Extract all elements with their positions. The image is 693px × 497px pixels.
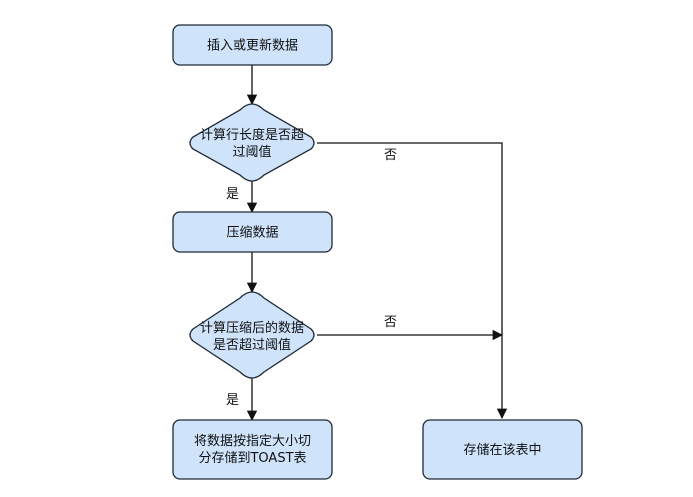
node-toast-label-1: 将数据按指定大小切 bbox=[194, 434, 311, 449]
node-compress: 压缩数据 bbox=[172, 211, 333, 253]
node-insert: 插入或更新数据 bbox=[172, 24, 333, 66]
edge-check-no-to-store bbox=[317, 142, 508, 420]
edge-label-yes-2: 是 bbox=[226, 393, 239, 408]
node-check-compressed: 计算压缩后的数据 是否超过阈值 bbox=[189, 291, 315, 379]
node-check-row-length-label-2: 过阈值 bbox=[232, 144, 271, 160]
node-store-in-table: 存储在该表中 bbox=[422, 419, 583, 480]
edge-label-no-1: 否 bbox=[384, 148, 397, 163]
node-compress-label: 压缩数据 bbox=[226, 225, 278, 241]
node-insert-label: 插入或更新数据 bbox=[207, 38, 298, 54]
edge-label-yes-1: 是 bbox=[226, 187, 239, 202]
node-check-compressed-label-2: 是否超过阈值 bbox=[213, 337, 291, 353]
node-check-row-length-label-1: 计算行长度是否超 bbox=[200, 127, 304, 143]
edge-label-no-2: 否 bbox=[384, 315, 397, 330]
node-check-row-length: 计算行长度是否超 过阈值 bbox=[189, 103, 315, 182]
node-store-in-table-label: 存储在该表中 bbox=[463, 443, 541, 458]
edges bbox=[246, 65, 508, 422]
node-toast: 将数据按指定大小切 分存储到TOAST表 bbox=[172, 419, 333, 480]
node-check-compressed-label-1: 计算压缩后的数据 bbox=[200, 320, 304, 336]
node-toast-label-2: 分存储到TOAST表 bbox=[198, 451, 306, 466]
